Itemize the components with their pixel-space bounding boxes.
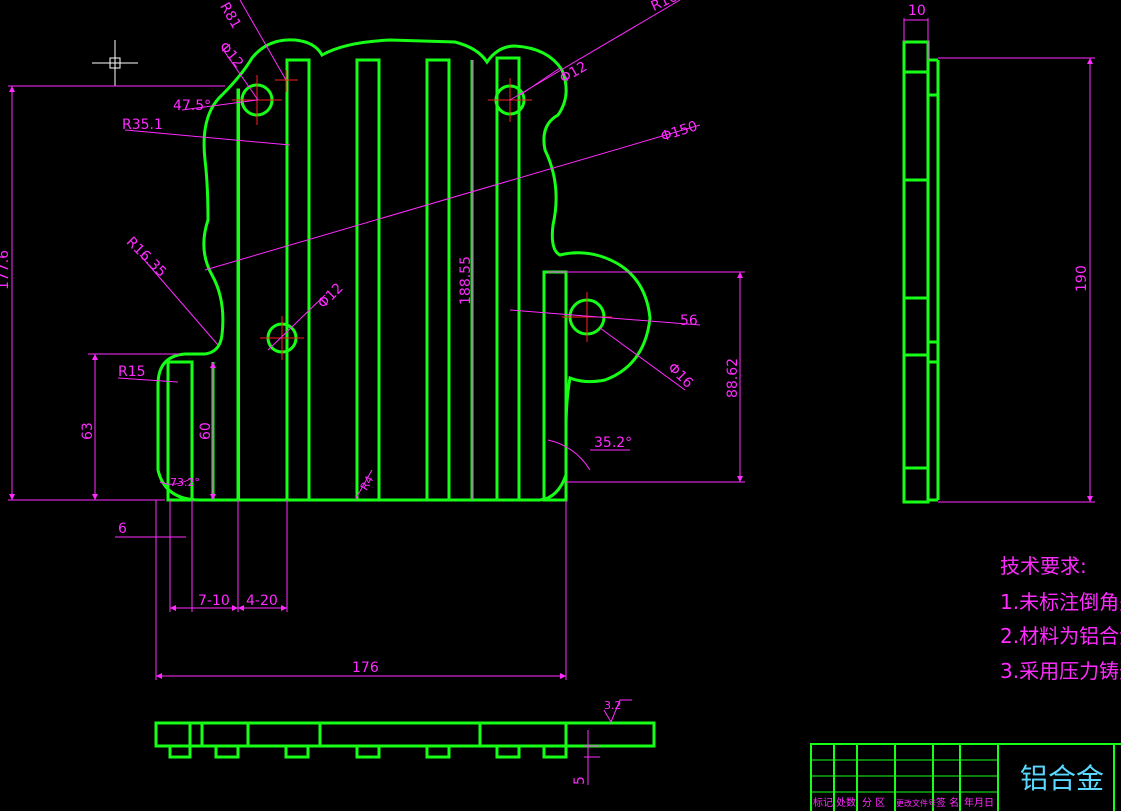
dim-60: 60 — [198, 422, 214, 440]
dim-phi12-mid: Φ12 — [315, 280, 347, 312]
dim-r81: R81 — [216, 0, 244, 32]
tech-item-2: 2.材料为铝合金 — [1000, 624, 1121, 648]
dim-phi12-top-left: Φ12 — [216, 39, 247, 71]
title-block: 标记 处数 分 区 更改文件号 签 名 年月日 铝合金 — [810, 743, 1121, 811]
dim-side-190: 190 — [1074, 265, 1090, 292]
tb-header-mark: 标记 — [813, 797, 833, 809]
bottom-view: 3.2 5 — [154, 699, 656, 785]
rib-2 — [236, 88, 240, 502]
front-view-outline — [156, 38, 652, 502]
rib-3 — [285, 58, 311, 502]
rib-6 — [495, 56, 521, 502]
dim-r-top-right: R16 — [649, 0, 681, 15]
dim-bottom-5: 5 — [572, 776, 588, 785]
dim-63: 63 — [80, 422, 96, 440]
crosshair-cursor-icon — [92, 40, 138, 86]
rib-group — [166, 56, 568, 502]
tb-header-sign: 签 名 — [936, 796, 959, 809]
dim-side-10: 10 — [908, 3, 926, 19]
surface-roughness: 3.2 — [604, 699, 622, 712]
tb-header-doc: 更改文件号 — [896, 798, 936, 808]
dim-angle-35-2: 35.2° — [594, 435, 632, 451]
hole-group — [240, 83, 606, 354]
rib-4 — [355, 58, 381, 502]
tb-header-date: 年月日 — [964, 796, 994, 809]
dim-phi16: Φ16 — [664, 360, 696, 392]
dim-height-177-6: 177.6 — [0, 250, 12, 290]
dim-7-10: 7-10 — [198, 593, 230, 609]
dim-r16-35: R16.35 — [123, 234, 170, 281]
tech-heading: 技术要求: — [1000, 554, 1087, 578]
dim-phi12-top-right: Φ12 — [557, 59, 590, 87]
bottom-view-body — [154, 721, 656, 748]
dim-r35-1: R35.1 — [122, 117, 163, 133]
dim-4-20: 4-20 — [246, 593, 278, 609]
technical-requirements: 技术要求: 1.未标注倒角处 2.材料为铝合金 3.采用压力铸造 — [1000, 554, 1121, 683]
tb-header-count: 处数 — [836, 796, 856, 809]
side-view-body — [902, 40, 930, 504]
dim-height-188-55: 188.55 — [458, 256, 474, 305]
dim-88-62: 88.62 — [725, 358, 741, 398]
rib-7 — [542, 270, 568, 502]
dim-angle-73-2: 73.2° — [170, 476, 200, 489]
dim-176: 176 — [352, 660, 379, 676]
front-view: R81 Φ12 R16 Φ12 47.5° R35.1 Φ150 R16.35 … — [0, 0, 745, 680]
tech-item-1: 1.未标注倒角处 — [1000, 590, 1121, 614]
rib-1 — [166, 360, 194, 502]
side-view: 10 190 — [902, 3, 1095, 504]
dim-r4: R4 — [358, 474, 377, 493]
dim-56: 56 — [680, 313, 698, 329]
dimension-lines — [8, 0, 745, 680]
dim-6: 6 — [118, 521, 127, 537]
dim-angle-47-5: 47.5° — [173, 98, 211, 114]
material-label: 铝合金 — [1020, 762, 1104, 795]
dim-phi150: Φ150 — [659, 118, 700, 145]
dim-r15: R15 — [118, 364, 146, 380]
tech-item-3: 3.采用压力铸造 — [1000, 659, 1121, 683]
rib-5 — [425, 58, 451, 502]
tb-header-zone: 分 区 — [862, 797, 885, 809]
